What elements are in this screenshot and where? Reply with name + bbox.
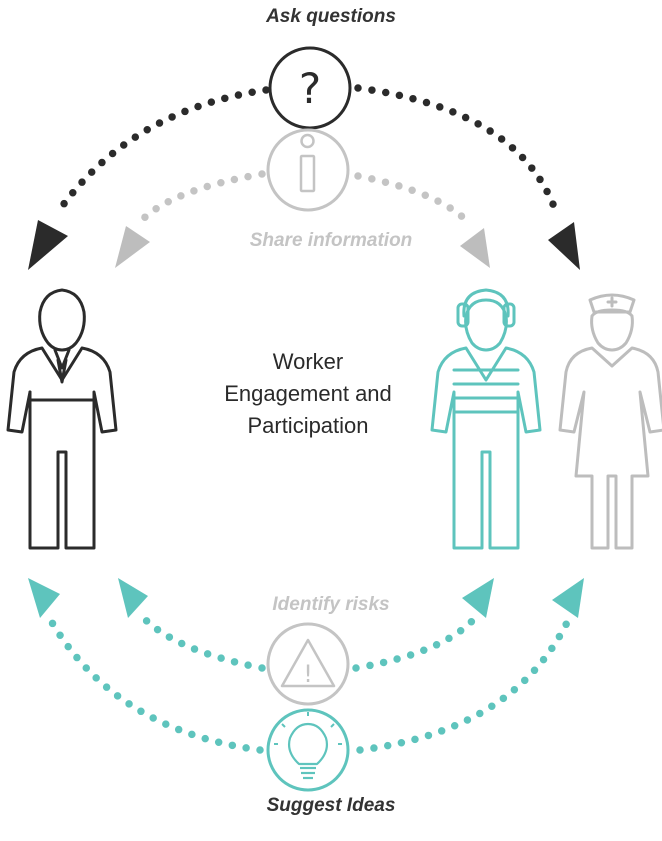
arrowhead-left-teal-outer: [28, 578, 60, 618]
center-title-line-3: Participation: [247, 413, 369, 438]
info-icon: [266, 128, 350, 212]
center-title-line-1: Worker: [272, 349, 344, 374]
nurse-figure: [558, 293, 662, 550]
lightbulb-icon: [266, 708, 350, 792]
share-information-label: Share information: [249, 230, 413, 251]
worker-figure: [430, 288, 542, 550]
question-icon: ?: [268, 46, 352, 130]
identify-risks-arc: [118, 578, 494, 672]
ask-questions-label: Ask questions: [266, 6, 396, 27]
share-information-arc: [115, 170, 490, 268]
arrowhead-left-dark: [28, 220, 68, 270]
ask-questions-arc: [28, 84, 580, 270]
arrowhead-right-grey-top: [460, 228, 490, 268]
arrowhead-right-teal-inner: [462, 578, 494, 618]
center-title-line-2: Engagement and: [224, 381, 392, 406]
suggest-ideas-arc: [28, 578, 584, 754]
center-title: Worker Engagement and Participation: [193, 346, 423, 442]
manager-figure: [6, 288, 118, 550]
arrowhead-right-dark: [548, 222, 580, 270]
suggest-ideas-label: Suggest Ideas: [266, 795, 396, 816]
question-symbol: ?: [299, 64, 321, 113]
warning-symbol: !: [303, 660, 313, 688]
identify-risks-label: Identify risks: [272, 594, 390, 615]
arrowhead-right-teal-outer: [552, 578, 584, 618]
warning-icon: !: [266, 622, 350, 706]
arrowhead-left-grey-top: [115, 226, 150, 268]
arrowhead-left-teal-inner: [118, 578, 148, 618]
